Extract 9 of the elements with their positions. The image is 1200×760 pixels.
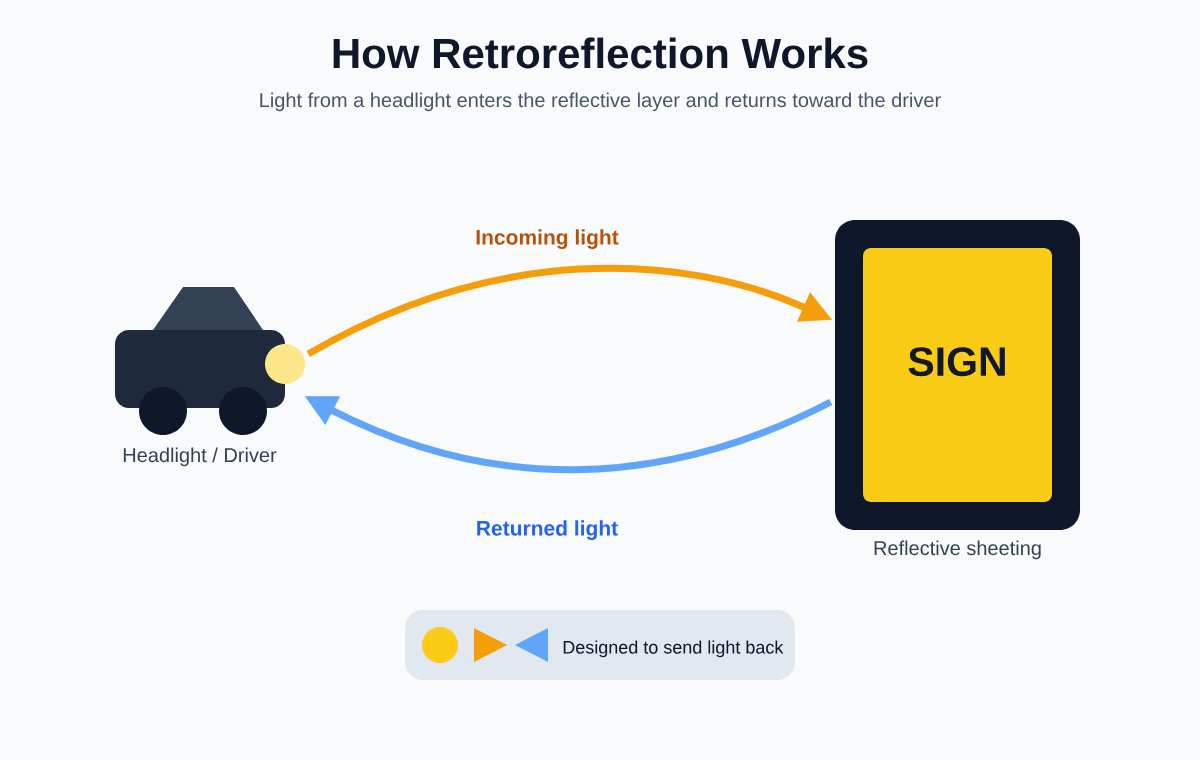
- edge-label: Returned light: [477, 520, 618, 540]
- legend-text: Designed to send light back: [563, 640, 784, 658]
- subtitle: Light from a headlight enters the reflective layer and returns toward the driver: [260, 92, 941, 112]
- node-caption: Headlight / Driver: [123, 447, 277, 467]
- node-caption: Reflective sheeting: [874, 540, 1041, 560]
- sign-panel: SIGN: [863, 248, 1052, 502]
- edge-label: Incoming light: [476, 229, 619, 249]
- car-picture: [115, 287, 305, 435]
- title: How Retroreflection Works: [333, 37, 868, 69]
